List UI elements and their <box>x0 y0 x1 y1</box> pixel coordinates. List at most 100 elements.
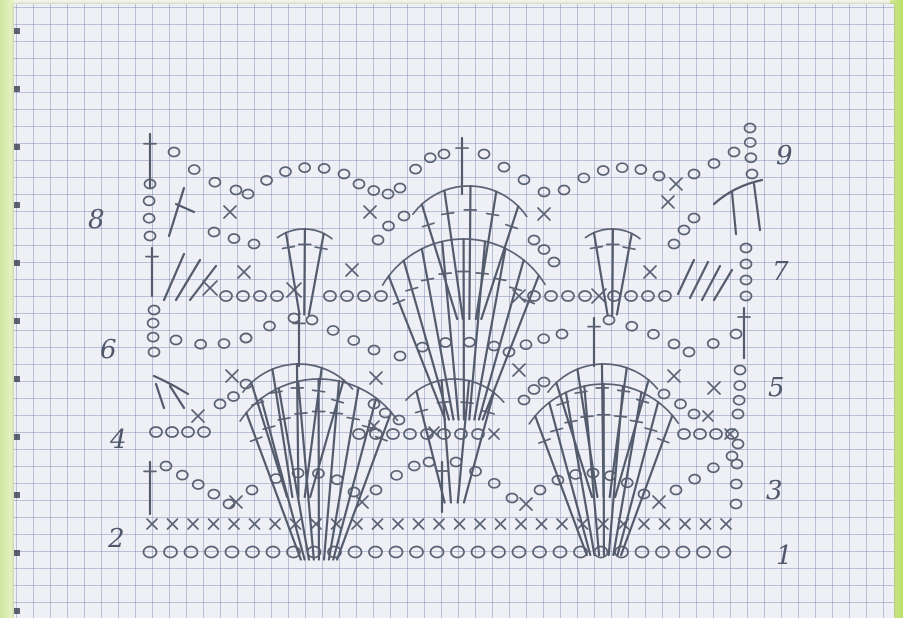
chain-stitch <box>659 390 670 399</box>
chain-stitch <box>319 164 330 173</box>
row-label-6: 6 <box>100 335 117 365</box>
chain-stitch <box>595 547 608 558</box>
chain-stitch <box>395 352 406 361</box>
double-crochet-stitch <box>621 415 672 555</box>
double-crochet-group <box>164 254 216 300</box>
chain-stitch <box>521 340 532 349</box>
chain-stitch <box>171 336 182 345</box>
chain-stitch <box>745 153 756 162</box>
chain-stitch <box>539 245 550 254</box>
chain-stitch <box>189 165 200 174</box>
double-crochet-stitch <box>469 186 470 319</box>
double-crochet-bar <box>313 390 325 392</box>
chain-stitch <box>608 291 620 301</box>
single-crochet-stitch <box>373 519 383 529</box>
chain-stitch <box>747 170 758 179</box>
chain-stitch <box>182 427 194 437</box>
chain-stitch <box>220 291 232 301</box>
single-crochet-stitch <box>653 496 665 508</box>
chain-stitch <box>549 258 560 267</box>
single-crochet-stitch <box>703 411 713 421</box>
chain-stitch <box>472 547 485 558</box>
chain-stitch <box>489 479 500 488</box>
chain-stitch <box>451 547 464 558</box>
chain-stitch <box>144 196 155 205</box>
chain-stitch <box>425 153 436 162</box>
chain-stitch <box>226 547 239 558</box>
chain-stitch <box>299 163 310 172</box>
chart-marks <box>144 124 763 560</box>
chain-stitch <box>636 547 649 558</box>
single-crochet-stitch <box>168 519 178 529</box>
single-crochet-stitch <box>537 519 547 529</box>
single-crochet-stitch <box>520 498 532 510</box>
double-crochet-bar <box>282 247 294 249</box>
single-crochet-stitch <box>662 196 674 208</box>
chain-stitch <box>254 291 266 301</box>
double-crochet-stitch <box>479 260 524 419</box>
double-crochet-stitch <box>594 233 608 315</box>
chain-stitch <box>169 148 180 157</box>
chain-stitch <box>241 334 252 343</box>
chain-stitch <box>648 330 659 339</box>
chain-stitch <box>731 500 742 509</box>
chain-stitch <box>280 167 291 176</box>
chain-stitch <box>328 326 339 335</box>
chain-stitch <box>358 291 370 301</box>
single-crochet-stitch <box>434 519 444 529</box>
single-crochet-stitch <box>429 427 439 437</box>
chain-stitch <box>554 547 567 558</box>
chain-stitch <box>678 429 690 439</box>
single-crochet-stitch <box>230 496 242 508</box>
chain-stitch <box>387 429 399 439</box>
chain-stitch <box>734 396 745 405</box>
chain-stitch <box>249 240 260 249</box>
chain-stitch <box>745 138 756 147</box>
chain-stitch <box>215 400 226 409</box>
double-crochet-stitch <box>304 229 305 314</box>
single-crochet-stitch <box>538 208 550 220</box>
chain-stitch <box>529 236 540 245</box>
chain-stitch <box>689 214 700 223</box>
chain-stitch <box>669 340 680 349</box>
double-crochet-stitch <box>309 234 324 315</box>
chain-stitch <box>617 163 628 172</box>
chain-stitch <box>635 165 646 174</box>
chain-stitch <box>579 291 591 301</box>
chain-stitch <box>741 292 752 301</box>
double-crochet-bar <box>315 247 327 249</box>
chain-stitch <box>410 165 421 174</box>
double-crochet-bar <box>623 247 635 249</box>
chain-stitch <box>689 170 700 179</box>
double-crochet-stitch <box>617 234 632 315</box>
chain-stitch <box>205 547 218 558</box>
chain-stitch <box>353 429 365 439</box>
double-crochet-group <box>678 260 732 300</box>
chain-stitch <box>729 148 740 157</box>
double-crochet-stitch <box>474 249 505 420</box>
single-crochet-stitch <box>192 410 204 422</box>
double-crochet-bar <box>347 418 359 420</box>
chain-stitch <box>289 314 300 323</box>
double-crochet-stitch <box>469 241 485 419</box>
chain-stitch <box>733 440 744 449</box>
single-crochet-stitch <box>226 370 238 382</box>
chain-stitch <box>394 416 405 425</box>
chain-stitch <box>341 291 353 301</box>
chain-stitch <box>656 547 669 558</box>
chain-stitch <box>598 166 609 175</box>
chain-stitch <box>519 175 530 184</box>
single-crochet-stitch <box>238 266 250 278</box>
chain-stitch <box>559 186 570 195</box>
chain-stitch <box>604 316 615 325</box>
chain-stitch <box>271 291 283 301</box>
chain-stitch <box>149 306 160 315</box>
row-label-3: 3 <box>766 476 783 506</box>
chain-stitch <box>237 291 249 301</box>
single-crochet-stitch <box>370 372 382 384</box>
single-crochet-stitch <box>270 519 280 529</box>
chain-stitch <box>625 291 637 301</box>
chain-stitch <box>229 234 240 243</box>
chain-stitch <box>671 486 682 495</box>
chain-stitch <box>247 486 258 495</box>
